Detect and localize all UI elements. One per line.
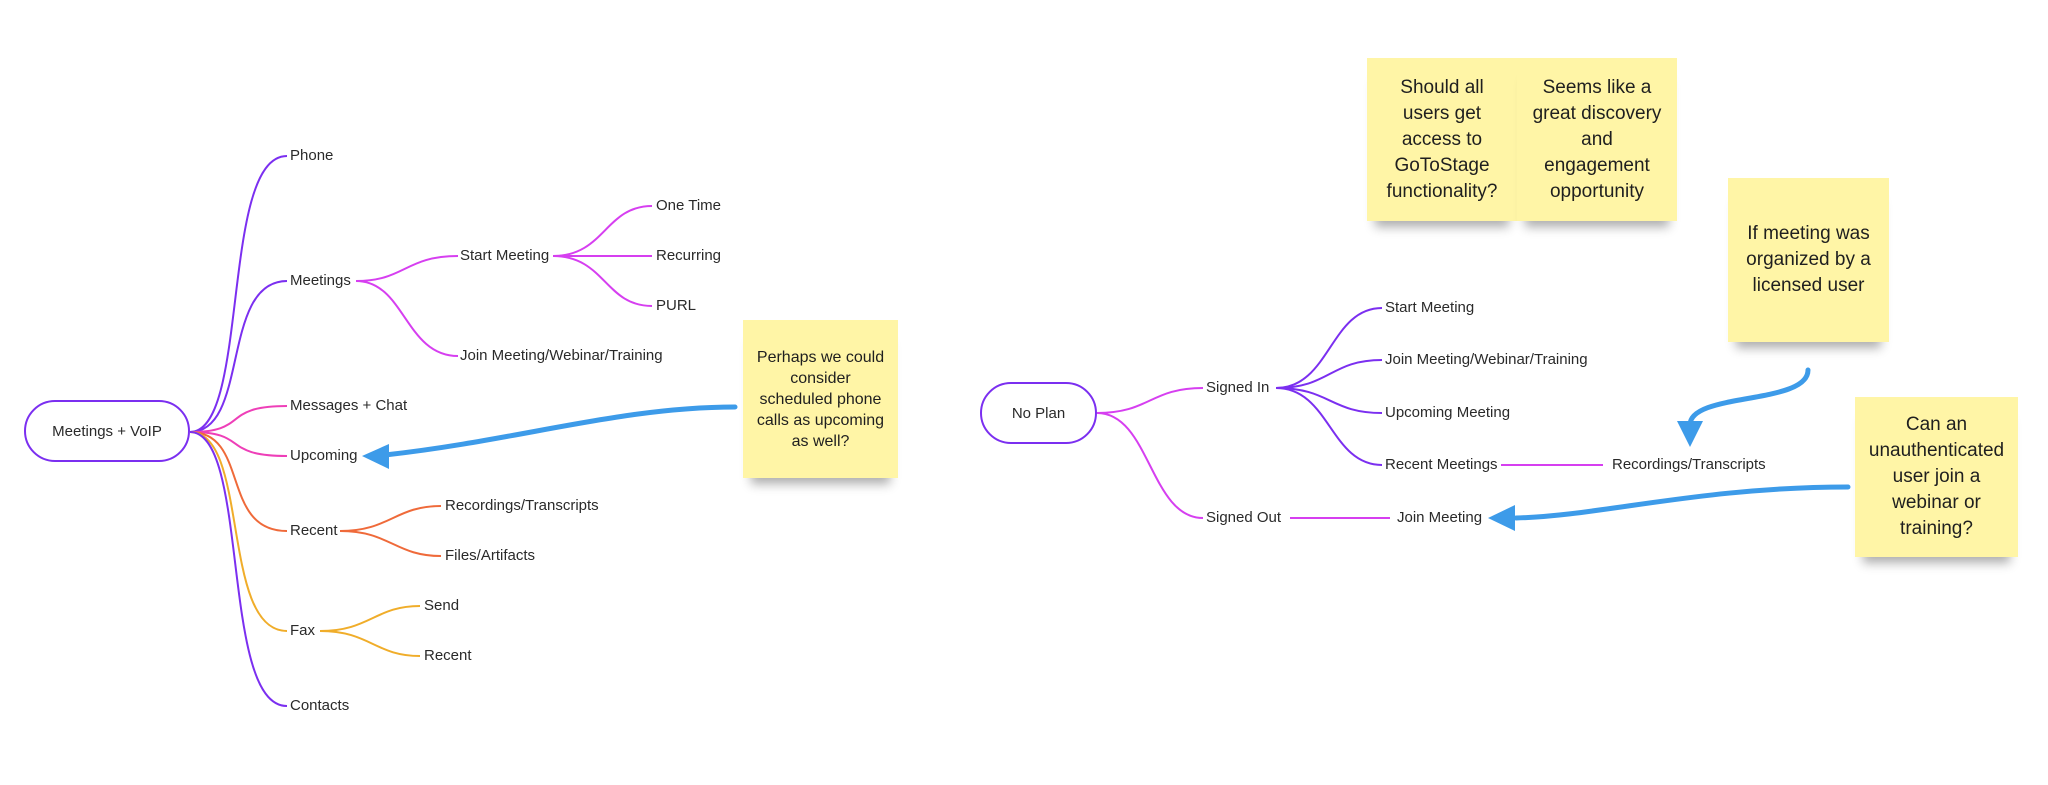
- edge-root-upcoming: [189, 431, 288, 457]
- sticky-note-gotostage[interactable]: Should all users get access to GoToStage…: [1367, 58, 1517, 221]
- root-node-no-plan[interactable]: No Plan: [980, 382, 1097, 444]
- node-fax-send[interactable]: Send: [424, 597, 460, 614]
- sticky-note-licensed-user[interactable]: If meeting was organized by a licensed u…: [1728, 178, 1889, 342]
- sticky-text-licensed-user: If meeting was organized by a licensed u…: [1746, 223, 1871, 296]
- node-recurring[interactable]: Recurring: [656, 247, 722, 264]
- edge-start-onetime: [552, 205, 653, 257]
- node-fax-recent[interactable]: Recent: [424, 647, 472, 664]
- edge-root-messages: [189, 405, 288, 433]
- node-contacts[interactable]: Contacts: [290, 697, 350, 714]
- node-join-meeting-right[interactable]: Join Meeting/Webinar/Training: [1385, 351, 1588, 368]
- arrow-licensed: [1687, 367, 1811, 428]
- node-recordings-transcripts-right[interactable]: Recordings/Transcripts: [1612, 456, 1766, 473]
- node-start-meeting[interactable]: Start Meeting: [460, 247, 550, 264]
- node-messages-chat[interactable]: Messages + Chat: [290, 397, 408, 414]
- arrow-unauthenticated: [1513, 484, 1851, 521]
- edge-signedin-recent: [1275, 387, 1383, 466]
- edge-recent-recordings: [339, 505, 442, 532]
- sticky-text-unauthenticated: Can an unauthenticated user join a webin…: [1868, 414, 2005, 539]
- edge-meetings-start: [355, 255, 459, 282]
- arrowhead-join-meeting: [1488, 505, 1515, 531]
- node-meetings[interactable]: Meetings: [290, 272, 351, 289]
- edge-root-phone: [189, 155, 288, 433]
- sticky-note-discovery[interactable]: Seems like a great discovery and engagem…: [1517, 58, 1677, 221]
- sticky-note-phone-calls[interactable]: Perhaps we could consider scheduled phon…: [743, 320, 898, 478]
- edge-root-recent: [189, 431, 288, 532]
- arrowhead-upcoming: [362, 444, 389, 469]
- edge-fax-send: [319, 605, 421, 632]
- sticky-note-unauthenticated[interactable]: Can an unauthenticated user join a webin…: [1855, 397, 2018, 557]
- root-node-meetings-voip[interactable]: Meetings + VoIP: [24, 400, 190, 462]
- edge-noplan-signedout: [1096, 412, 1204, 519]
- node-join-meeting-signed-out[interactable]: Join Meeting: [1397, 509, 1483, 526]
- edge-meetings-join: [355, 280, 459, 357]
- edge-recent-files: [339, 530, 442, 557]
- edge-start-purl: [552, 255, 653, 307]
- node-fax[interactable]: Fax: [290, 622, 316, 639]
- edge-signedin-join: [1275, 359, 1383, 389]
- node-start-meeting-right[interactable]: Start Meeting: [1385, 299, 1475, 316]
- node-recent[interactable]: Recent: [290, 522, 338, 539]
- node-phone[interactable]: Phone: [290, 147, 334, 164]
- node-signed-in[interactable]: Signed In: [1206, 379, 1270, 396]
- node-signed-out[interactable]: Signed Out: [1206, 509, 1282, 526]
- arrowhead-recordings: [1677, 421, 1703, 447]
- sticky-text-discovery: Seems like a great discovery and engagem…: [1532, 76, 1662, 202]
- edge-root-contacts: [189, 431, 288, 707]
- node-join-meeting[interactable]: Join Meeting/Webinar/Training: [460, 347, 663, 364]
- root-label-no-plan: No Plan: [1011, 404, 1066, 422]
- root-label: Meetings + VoIP: [52, 422, 162, 440]
- edge-signedin-start: [1275, 307, 1383, 389]
- node-upcoming[interactable]: Upcoming: [290, 447, 358, 464]
- node-one-time[interactable]: One Time: [656, 197, 722, 214]
- sticky-text-gotostage: Should all users get access to GoToStage…: [1386, 76, 1498, 202]
- edge-noplan-signedin: [1096, 387, 1204, 414]
- edge-root-meetings: [189, 280, 288, 433]
- edge-signedin-upcoming: [1275, 387, 1383, 414]
- node-purl[interactable]: PURL: [656, 297, 697, 314]
- edge-fax-recent: [319, 630, 421, 657]
- node-recent-meetings[interactable]: Recent Meetings: [1385, 456, 1498, 473]
- sticky-text-phone-calls: Perhaps we could consider scheduled phon…: [756, 348, 885, 450]
- arrow-phone-calls: [382, 404, 738, 458]
- node-upcoming-meeting[interactable]: Upcoming Meeting: [1385, 404, 1511, 421]
- edge-root-fax: [189, 431, 288, 632]
- node-recordings-transcripts[interactable]: Recordings/Transcripts: [445, 497, 599, 514]
- node-files-artifacts[interactable]: Files/Artifacts: [445, 547, 536, 564]
